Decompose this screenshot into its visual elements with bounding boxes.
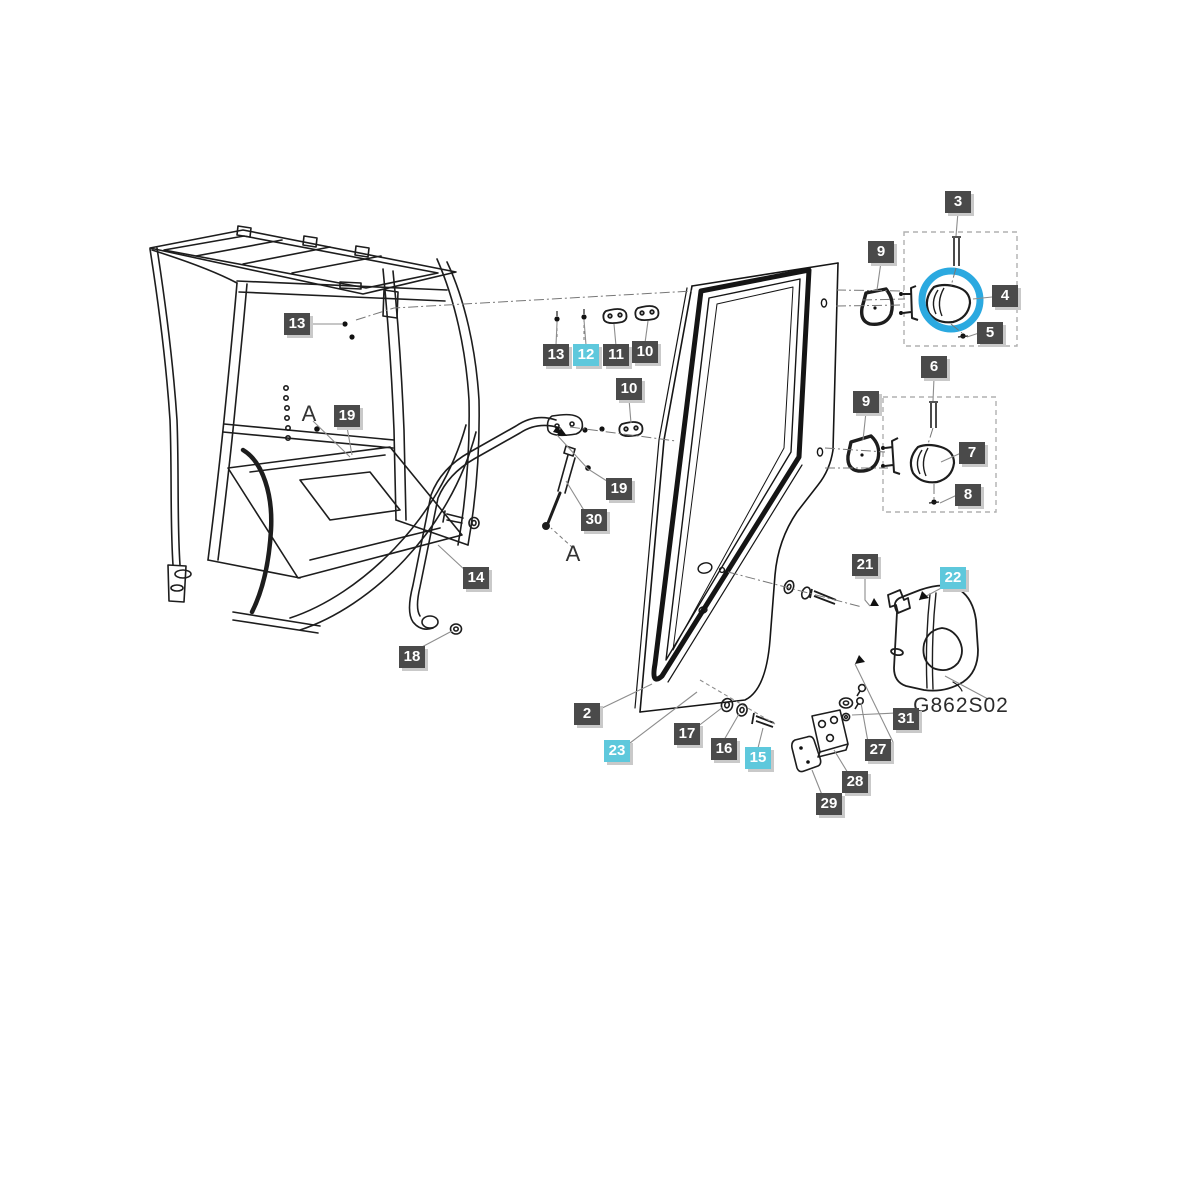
part-label-8[interactable]: 8	[955, 484, 981, 506]
view-marker-a-strut: A	[566, 541, 581, 566]
part-label-10[interactable]: 10	[632, 341, 658, 363]
latch-parts-drawing	[791, 683, 867, 773]
part-label-23-highlighted[interactable]: 23	[604, 740, 630, 762]
group-box-upper	[903, 231, 1018, 347]
part-label-12-highlighted[interactable]: 12	[573, 344, 599, 366]
part-label-4[interactable]: 4	[992, 285, 1018, 307]
part-label-28[interactable]: 28	[842, 771, 868, 793]
part-label-19[interactable]: 19	[606, 478, 632, 500]
handrail-drawing	[408, 413, 584, 635]
cab-frame-drawing	[149, 225, 480, 634]
interior-handle-housing-drawing	[887, 584, 979, 692]
part-label-5[interactable]: 5	[977, 322, 1003, 344]
part-label-22-highlighted[interactable]: 22	[940, 567, 966, 589]
part-code-text: G862S02	[913, 694, 1009, 717]
leader-arrowheads	[553, 426, 929, 664]
part-label-18[interactable]: 18	[399, 646, 425, 668]
part-label-10[interactable]: 10	[616, 378, 642, 400]
leader-lines	[311, 211, 993, 796]
upper-hinge-group-drawing	[859, 231, 1018, 347]
group-box-lower	[882, 396, 997, 513]
gas-strut-drawing	[541, 444, 576, 530]
door-panel-drawing	[634, 262, 839, 713]
part-label-3[interactable]: 3	[945, 191, 971, 213]
part-label-15-highlighted[interactable]: 15	[745, 747, 771, 769]
part-label-13[interactable]: 13	[284, 313, 310, 335]
part-label-21[interactable]: 21	[852, 554, 878, 576]
highlight-circle	[918, 267, 984, 333]
part-label-30[interactable]: 30	[581, 509, 607, 531]
part-label-27[interactable]: 27	[865, 739, 891, 761]
part-label-19[interactable]: 19	[334, 405, 360, 427]
part-label-14[interactable]: 14	[463, 567, 489, 589]
lower-hinge-group-drawing	[846, 396, 997, 513]
part-label-31[interactable]: 31	[893, 708, 919, 730]
part-label-9[interactable]: 9	[868, 241, 894, 263]
part-label-6[interactable]: 6	[921, 356, 947, 378]
door-mount-hardware-drawing	[720, 579, 837, 728]
part-label-17[interactable]: 17	[674, 723, 700, 745]
part-label-7[interactable]: 7	[959, 442, 985, 464]
part-label-29[interactable]: 29	[816, 793, 842, 815]
view-marker-a-cab: A	[302, 401, 317, 426]
part-label-13[interactable]: 13	[543, 344, 569, 366]
part-label-9[interactable]: 9	[853, 391, 879, 413]
part-label-2[interactable]: 2	[574, 703, 600, 725]
fastener-plates-drawing	[314, 305, 660, 471]
part-label-11[interactable]: 11	[603, 344, 629, 366]
part-label-16[interactable]: 16	[711, 738, 737, 760]
